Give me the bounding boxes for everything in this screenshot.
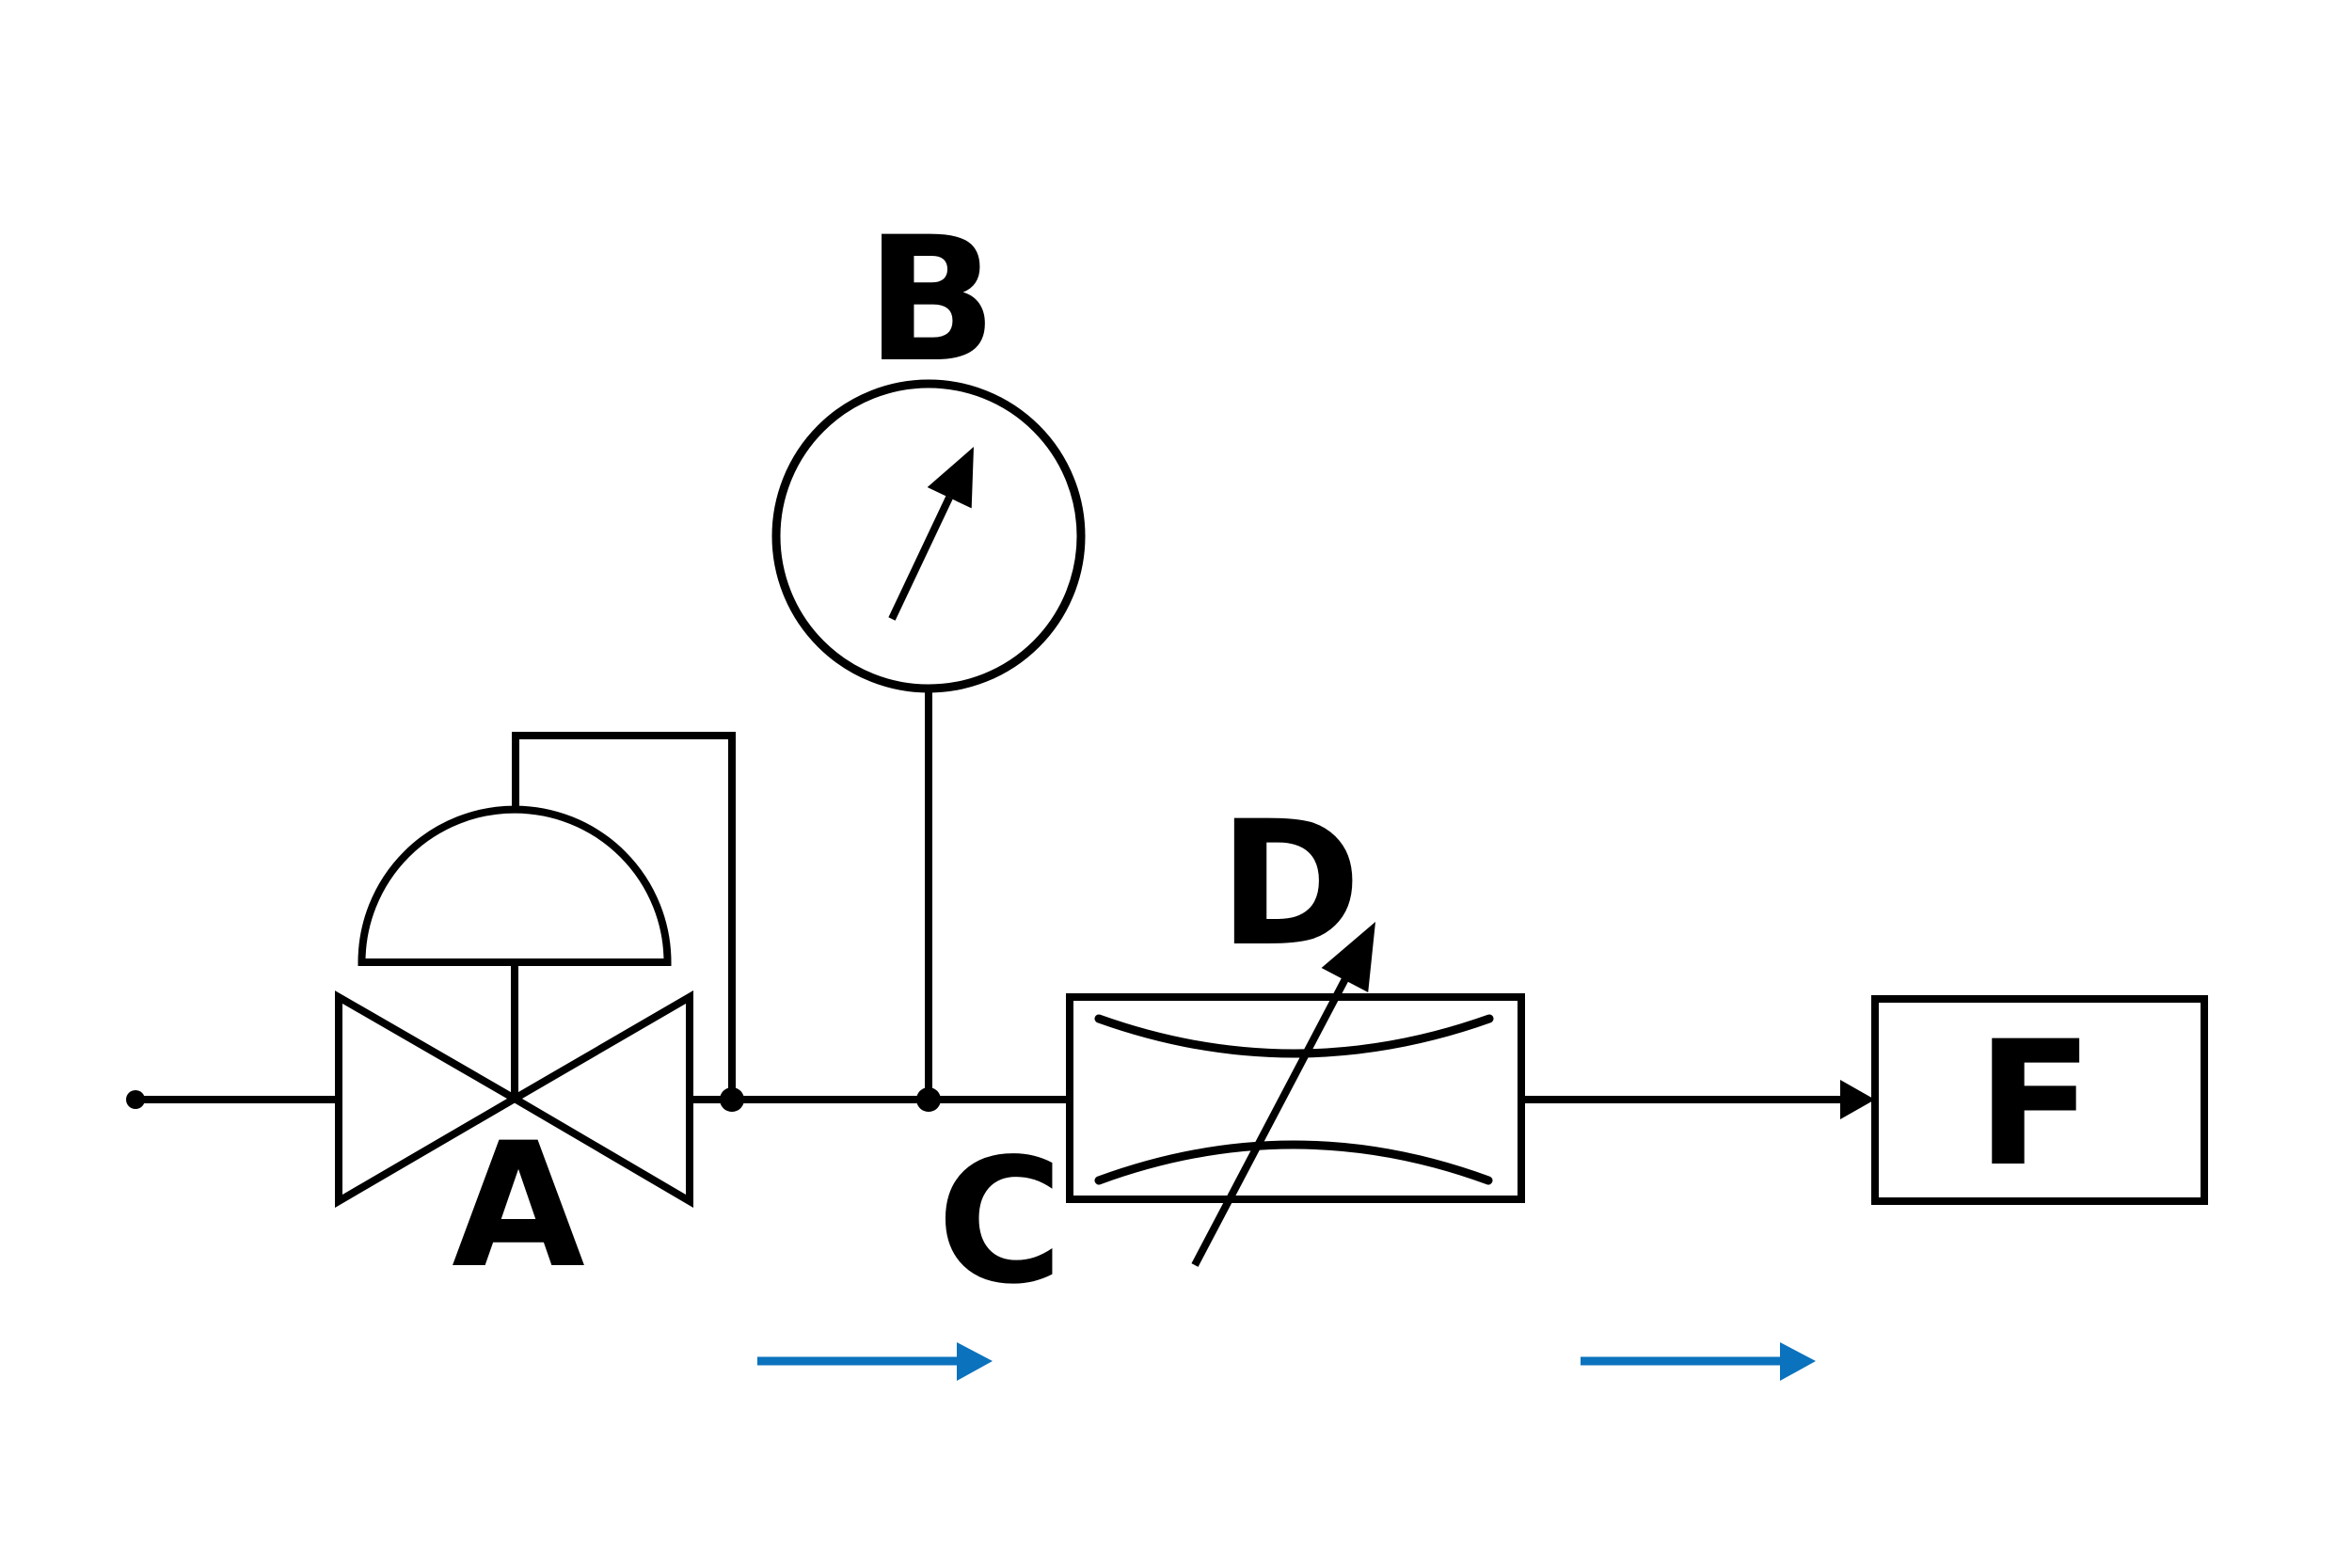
- gauge-needle-arrowhead: [927, 447, 974, 509]
- gauge-dial-circle: [771, 379, 1086, 693]
- flow-arrow-right-head: [1780, 1342, 1816, 1381]
- adjustability-arrowhead: [1321, 922, 1375, 992]
- flow-element: [1066, 993, 1525, 1203]
- venturi-lower-curve: [1094, 1140, 1493, 1185]
- flow-direction-arrow-left: [757, 1342, 993, 1381]
- adjustability-arrow: [1191, 922, 1375, 1267]
- adjustability-arrow-shaft: [1191, 972, 1352, 1267]
- pressure-gauge: [771, 379, 1086, 1100]
- label-adjustability-arrow: D: [1218, 784, 1361, 985]
- valve-body-right-triangle: [507, 990, 693, 1208]
- label-flow-element: C: [937, 1122, 1063, 1323]
- valve-signal-loop-line: [512, 732, 736, 1100]
- outlet-arrowhead: [1840, 1080, 1875, 1119]
- flow-arrow-left-head: [957, 1342, 993, 1381]
- venturi-upper-curve: [1094, 1014, 1494, 1058]
- valve-actuator-dome: [358, 805, 672, 966]
- valve-body-left-triangle: [335, 990, 522, 1208]
- label-control-valve: A: [452, 1106, 585, 1307]
- gauge-needle: [888, 496, 953, 621]
- flow-element-box: [1066, 993, 1525, 1203]
- label-pressure-gauge: B: [866, 200, 996, 401]
- control-valve: [335, 732, 736, 1208]
- flow-direction-arrow-right: [1581, 1342, 1816, 1381]
- outlet-box: [1871, 995, 2208, 1205]
- label-outlet-box: F: [1976, 1005, 2093, 1205]
- inlet-node-dot: [126, 1090, 145, 1109]
